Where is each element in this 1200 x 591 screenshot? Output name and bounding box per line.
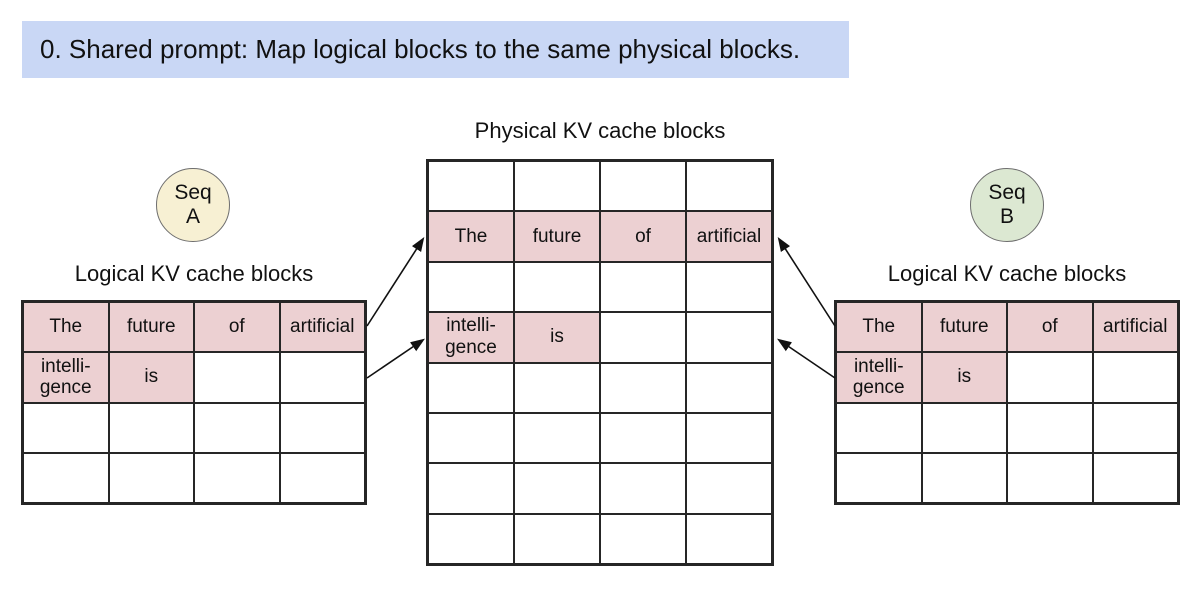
- kv-block-cell: artificial: [686, 211, 772, 262]
- kv-block-cell: The: [836, 302, 922, 353]
- kv-block-cell-empty: [686, 362, 772, 413]
- kv-block-cell-empty: [194, 352, 280, 403]
- sequence-a-label-line1: Seq: [174, 181, 212, 205]
- kv-block-cell-empty: [686, 161, 772, 212]
- kv-block-cell-empty: [514, 261, 600, 313]
- logical-blocks-label-seq-b: Logical KV cache blocks: [887, 261, 1127, 286]
- sequence-a-badge: Seq A: [156, 168, 230, 242]
- kv-block-cell-empty: [23, 402, 109, 453]
- kv-block-cell: future: [921, 302, 1007, 353]
- kv-block-cell: is: [108, 352, 194, 403]
- sequence-a-label-line2: A: [185, 205, 200, 228]
- title-banner: 0. Shared prompt: Map logical blocks to …: [22, 21, 849, 78]
- kv-block-cell-empty: [921, 402, 1007, 453]
- kv-block-cell-empty: [279, 352, 365, 403]
- kv-block-cell-empty: [108, 402, 194, 453]
- kv-block-cell: of: [194, 302, 280, 353]
- kv-block-cell-empty: [428, 261, 514, 313]
- kv-block-cell-empty: [600, 312, 686, 363]
- kv-block-cell-empty: [428, 513, 514, 564]
- kv-block-cell-empty: [686, 312, 772, 363]
- kv-block-cell: future: [108, 302, 194, 353]
- kv-block-cell: The: [23, 302, 109, 353]
- mapping-arrow-seqa-block1: [366, 338, 425, 379]
- kv-block-cell-empty: [686, 513, 772, 564]
- kv-block-cell-empty: [428, 362, 514, 413]
- logical-blocks-label-seq-a: Logical KV cache blocks: [74, 261, 314, 286]
- kv-block-cell-empty: [1092, 352, 1178, 403]
- kv-block-cell: artificial: [279, 302, 365, 353]
- slide-title: 0. Shared prompt: Map logical blocks to …: [40, 34, 801, 64]
- kv-block-cell-empty: [836, 452, 922, 503]
- sequence-b-label-line1: Seq: [988, 181, 1026, 205]
- kv-block-cell-empty: [514, 362, 600, 413]
- kv-block-cell: of: [600, 211, 686, 262]
- kv-block-cell-empty: [921, 452, 1007, 503]
- kv-block-cell-empty: [108, 452, 194, 503]
- kv-block-cell-empty: [514, 513, 600, 564]
- kv-block-cell-empty: [428, 412, 514, 464]
- kv-block-cell: intelli- gence: [23, 352, 109, 403]
- kv-block-cell-empty: [1092, 452, 1178, 503]
- kv-block-cell-empty: [600, 513, 686, 564]
- kv-block-cell-empty: [428, 161, 514, 212]
- kv-block-cell: intelli- gence: [428, 312, 514, 363]
- kv-block-cell-empty: [514, 412, 600, 464]
- kv-block-cell-empty: [600, 161, 686, 212]
- kv-block-cell-empty: [600, 261, 686, 313]
- kv-block-cell-empty: [686, 463, 772, 514]
- kv-block-cell: future: [514, 211, 600, 262]
- kv-block-cell: is: [514, 312, 600, 363]
- mapping-arrow-seqa-block0: [366, 236, 425, 327]
- kv-block-cell-empty: [1007, 402, 1093, 453]
- sequence-b-label-line2: B: [999, 205, 1014, 228]
- kv-block-cell-empty: [428, 463, 514, 514]
- sequence-b-badge: Seq B: [970, 168, 1044, 242]
- mapping-arrow-seqb-block0: [777, 236, 836, 327]
- kv-block-cell-empty: [279, 452, 365, 503]
- kv-block-cell-empty: [1007, 452, 1093, 503]
- kv-block-cell-empty: [686, 261, 772, 313]
- kv-block-cell-empty: [600, 463, 686, 514]
- kv-block-cell-empty: [194, 452, 280, 503]
- kv-block-cell-empty: [1007, 352, 1093, 403]
- kv-block-cell: artificial: [1092, 302, 1178, 353]
- kv-block-cell-empty: [686, 412, 772, 464]
- kv-block-cell-empty: [514, 161, 600, 212]
- kv-block-cell-empty: [1092, 402, 1178, 453]
- mapping-arrow-seqb-block1: [777, 338, 836, 379]
- kv-block-cell-empty: [279, 402, 365, 453]
- kv-block-cell-empty: [194, 402, 280, 453]
- kv-block-cell-empty: [836, 402, 922, 453]
- physical-blocks-label: Physical KV cache blocks: [474, 118, 726, 143]
- kv-block-cell: The: [428, 211, 514, 262]
- kv-block-cell: of: [1007, 302, 1093, 353]
- kv-block-cell: intelli- gence: [836, 352, 922, 403]
- kv-block-cell-empty: [514, 463, 600, 514]
- kv-block-cell-empty: [23, 452, 109, 503]
- kv-block-cell-empty: [600, 412, 686, 464]
- kv-block-cell-empty: [600, 362, 686, 413]
- kv-block-cell: is: [921, 352, 1007, 403]
